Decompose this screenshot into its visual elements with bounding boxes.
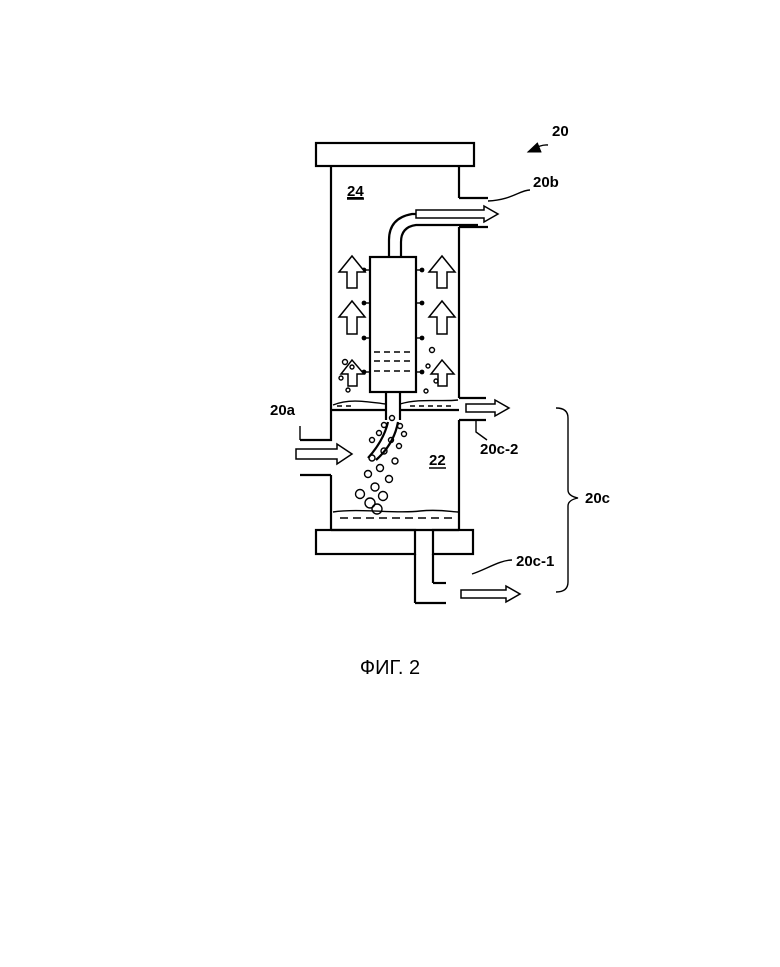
figure-caption: ФИГ. 2 [360, 657, 420, 679]
partition [331, 400, 459, 410]
bracket-20c [556, 408, 578, 592]
inner-tube [362, 214, 478, 420]
leader-20c-1 [472, 560, 512, 574]
label-device: 20 [552, 123, 569, 140]
flow-arrows [296, 206, 520, 602]
leader-20c-2 [476, 420, 487, 440]
spray-bubbles [356, 416, 407, 515]
vessel-walls [300, 166, 488, 530]
label-outlet-group: 20c [585, 490, 610, 507]
label-bottom-outlet: 20c-1 [516, 553, 554, 570]
leader-20b [488, 190, 530, 201]
up-arrows [339, 256, 455, 386]
bottom-liquid [331, 510, 459, 530]
bottom-base [316, 530, 473, 603]
leader-device [528, 145, 548, 152]
label-lower-chamber: 22 [429, 452, 446, 469]
label-upper-chamber: 24 [347, 183, 364, 200]
top-cap [316, 143, 474, 166]
label-outlet-top: 20b [533, 174, 559, 191]
label-side-outlet: 20c-2 [480, 441, 518, 458]
label-inlet: 20a [270, 402, 296, 419]
